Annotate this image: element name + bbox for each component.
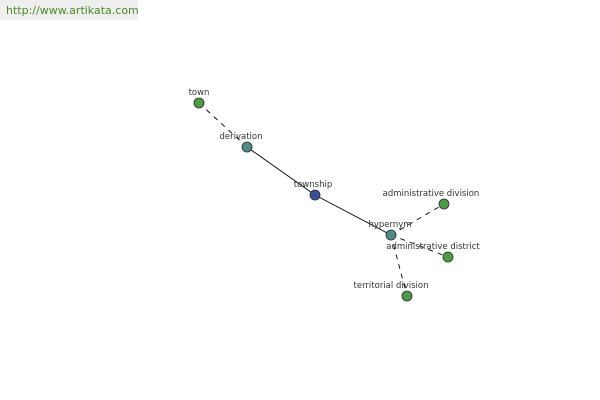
site-url-link[interactable]: http://www.artikata.com — [6, 4, 139, 17]
node-territorial-division[interactable] — [401, 290, 413, 302]
graph-edges — [198, 102, 449, 297]
node-label-territorial-division[interactable]: territorial division — [354, 281, 429, 291]
node-township[interactable] — [309, 189, 321, 201]
graph-nodes: town derivation township hypernym administra… — [189, 88, 480, 302]
node-town[interactable] — [193, 97, 205, 109]
node-label-township[interactable]: township — [294, 180, 332, 190]
node-label-town[interactable]: town — [189, 88, 210, 98]
node-administrative-division[interactable] — [438, 198, 450, 210]
edge-town-derivation — [198, 102, 248, 148]
url-banner: http://www.artikata.com — [0, 0, 139, 20]
edge-hypernym-territorial-division — [390, 234, 408, 297]
edge-township-hypernym — [314, 194, 392, 236]
node-label-administrative-district[interactable]: administrative district — [386, 242, 480, 252]
node-hypernym[interactable] — [385, 229, 397, 241]
node-derivation[interactable] — [241, 141, 253, 153]
node-label-derivation[interactable]: derivation — [219, 132, 262, 142]
node-label-hypernym[interactable]: hypernym — [368, 220, 411, 230]
node-label-administrative-division[interactable]: administrative division — [383, 189, 480, 199]
edge-derivation-township — [246, 146, 316, 196]
edge-hypernym-administrative-district — [390, 234, 449, 258]
edge-hypernym-administrative-division — [390, 203, 445, 236]
node-administrative-district[interactable] — [442, 251, 454, 263]
